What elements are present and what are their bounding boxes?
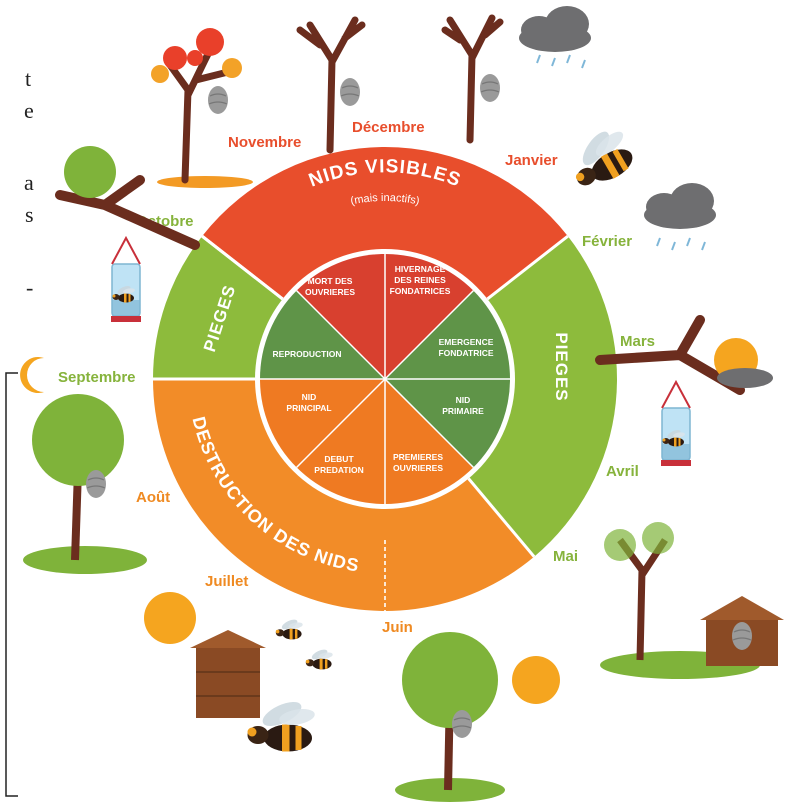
rain-cloud-icon <box>519 6 591 69</box>
beehive-icon <box>700 596 784 666</box>
text-fragment: a <box>24 170 34 195</box>
stage-divider <box>384 378 474 468</box>
stage-divider <box>296 290 386 380</box>
stage-slice-hivernage <box>385 254 474 379</box>
beehive-icon <box>190 630 266 718</box>
stage-slice-nid-primaire <box>385 379 510 468</box>
bare-tree-icon <box>441 14 504 144</box>
phase-sublabel-nids-visibles: (mais inactifs) <box>349 192 420 208</box>
stage-slice-debut <box>296 379 385 504</box>
month-mars: Mars <box>620 333 655 350</box>
bare-tree-icon <box>296 16 366 154</box>
month-septembre: Septembre <box>58 369 136 386</box>
phase-divider <box>467 477 536 558</box>
hornet-icon <box>560 118 641 195</box>
month-decembre: Décembre <box>352 119 425 136</box>
tree-branch-icon <box>55 146 200 250</box>
autumn-tree-icon <box>151 28 253 188</box>
month-labels: Novembre Décembre Janvier Octobre Févrie… <box>58 119 655 636</box>
phase-divider <box>201 234 284 301</box>
month-novembre: Novembre <box>228 134 301 151</box>
sun-icon <box>512 656 560 704</box>
tree-icon <box>23 394 147 574</box>
hornet-icon <box>275 617 304 640</box>
divider-lines <box>153 234 569 558</box>
month-mai: Mai <box>553 548 578 565</box>
stage-label-reproduction: REPRODUCTION <box>273 349 342 359</box>
tree-icon <box>395 632 505 802</box>
month-aout: Août <box>136 489 170 506</box>
month-juillet: Juillet <box>205 573 248 590</box>
hornet-icon <box>305 647 334 670</box>
text-fragment: s <box>25 202 34 227</box>
sun-icon <box>144 592 196 644</box>
text-fragment: t <box>25 66 31 91</box>
stage-slice-reproduction <box>260 290 385 379</box>
month-juin: Juin <box>382 619 413 636</box>
left-frame-border <box>5 372 18 797</box>
stage-slice-nid-principal <box>260 379 385 468</box>
cycle-wheel <box>153 147 617 612</box>
sun-icon <box>714 338 773 388</box>
stage-slice-premieres <box>385 379 474 504</box>
phase-divider <box>486 234 569 301</box>
stage-slices <box>260 254 510 504</box>
text-fragment: e <box>24 98 34 123</box>
bottle-trap-icon <box>660 381 692 467</box>
crescent-moon-icon <box>20 357 44 393</box>
month-janvier: Janvier <box>505 152 558 169</box>
stage-divider <box>384 290 474 380</box>
stage-divider <box>296 378 386 468</box>
page-text-fragments: t e a s - <box>24 66 34 300</box>
stage-slice-emergence <box>385 290 510 379</box>
bottle-trap-icon <box>110 237 142 323</box>
rain-cloud-icon <box>644 183 716 251</box>
stage-slice-mort <box>296 254 385 379</box>
text-fragment: - <box>26 275 33 300</box>
phase-label-pieges-right: PIEGES <box>552 332 571 401</box>
month-fevrier: Février <box>582 233 632 250</box>
month-avril: Avril <box>606 463 639 480</box>
